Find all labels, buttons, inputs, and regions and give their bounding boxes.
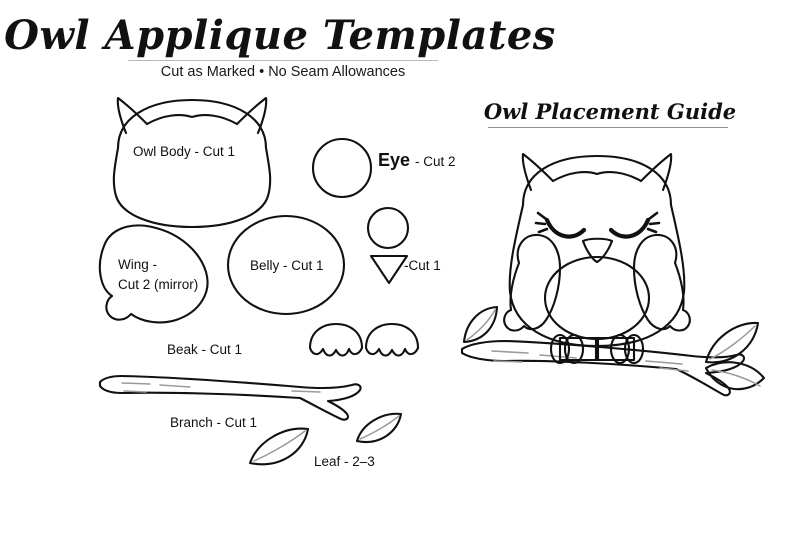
guide-branch: [460, 339, 746, 397]
leaf-template-shape-large-vein: [253, 430, 306, 462]
owl-body-crown: [145, 114, 239, 126]
guide-owl-eye-right: [608, 217, 651, 239]
leaf-template-shape-large: [248, 427, 310, 466]
guide-leaf-right-upper: [704, 321, 760, 364]
guide-leaf-right-lower: [704, 361, 766, 391]
guide-owl-wing-left: [503, 233, 562, 332]
guide-owl-outline: [508, 154, 686, 348]
guide-owl-ear-left: [521, 152, 555, 192]
leaf-label: Leaf - 2–3: [314, 454, 375, 469]
owl-body-template-shape: [112, 98, 272, 229]
guide-owl-ear-right: [639, 152, 673, 192]
leaf-template-shape-small-vein: [359, 415, 400, 440]
belly-template-shape: [226, 214, 346, 316]
guide-owl-talon-right: [594, 333, 645, 365]
eye-label: Eye - Cut 2: [378, 150, 456, 171]
guide-owl-beak: [581, 237, 614, 264]
branch-template-texture: [121, 382, 321, 393]
guide-leaf-left-vein: [466, 309, 496, 341]
beak-template-shape: [369, 254, 409, 285]
belly-label: Belly - Cut 1: [250, 258, 324, 273]
foot-template-shape-right: [364, 322, 420, 357]
guide-leaf-right-upper-vein: [709, 325, 756, 360]
leaf-template-shape-small: [355, 412, 403, 444]
wing-label: Wing - Cut 2 (mirror): [118, 255, 198, 294]
eye-template-shape: [311, 137, 373, 199]
guide-leaf-right-lower-vein: [711, 369, 761, 387]
branch-template-shape: [98, 374, 362, 421]
guide-owl-eye-left: [544, 217, 587, 239]
branch-label: Branch - Cut 1: [170, 415, 258, 430]
wing-label-line-2: Cut 2 (mirror): [118, 276, 199, 292]
pupil-template-shape: [366, 206, 410, 250]
page-title: Owl Applique Templates: [4, 12, 556, 59]
guide-owl-lashes: [534, 211, 661, 234]
eye-label-main: Eye: [378, 150, 411, 170]
eye-label-rest: - Cut 2: [415, 154, 456, 169]
guide-leaf-left: [462, 305, 499, 344]
page-subtitle: Cut as Marked • No Seam Allowances: [160, 64, 406, 80]
title-divider: [128, 60, 438, 61]
guide-divider: [488, 127, 728, 128]
owl-body-ear-right: [235, 96, 268, 135]
guide-title: Owl Placement Guide: [483, 99, 737, 124]
owl-body-ear-left: [116, 96, 149, 135]
wing-label-line-1: Wing -: [118, 257, 158, 272]
guide-owl-crown: [551, 171, 643, 183]
guide-owl-wing-right: [632, 233, 691, 332]
beak-piece-label: -Cut 1: [404, 258, 441, 273]
owl-body-label: Owl Body - Cut 1: [133, 144, 236, 159]
guide-branch-texture: [491, 350, 689, 372]
foot-template-shape-left: [308, 322, 364, 357]
feet-label: Beak - Cut 1: [167, 342, 243, 357]
wing-template-shape: [98, 224, 209, 324]
